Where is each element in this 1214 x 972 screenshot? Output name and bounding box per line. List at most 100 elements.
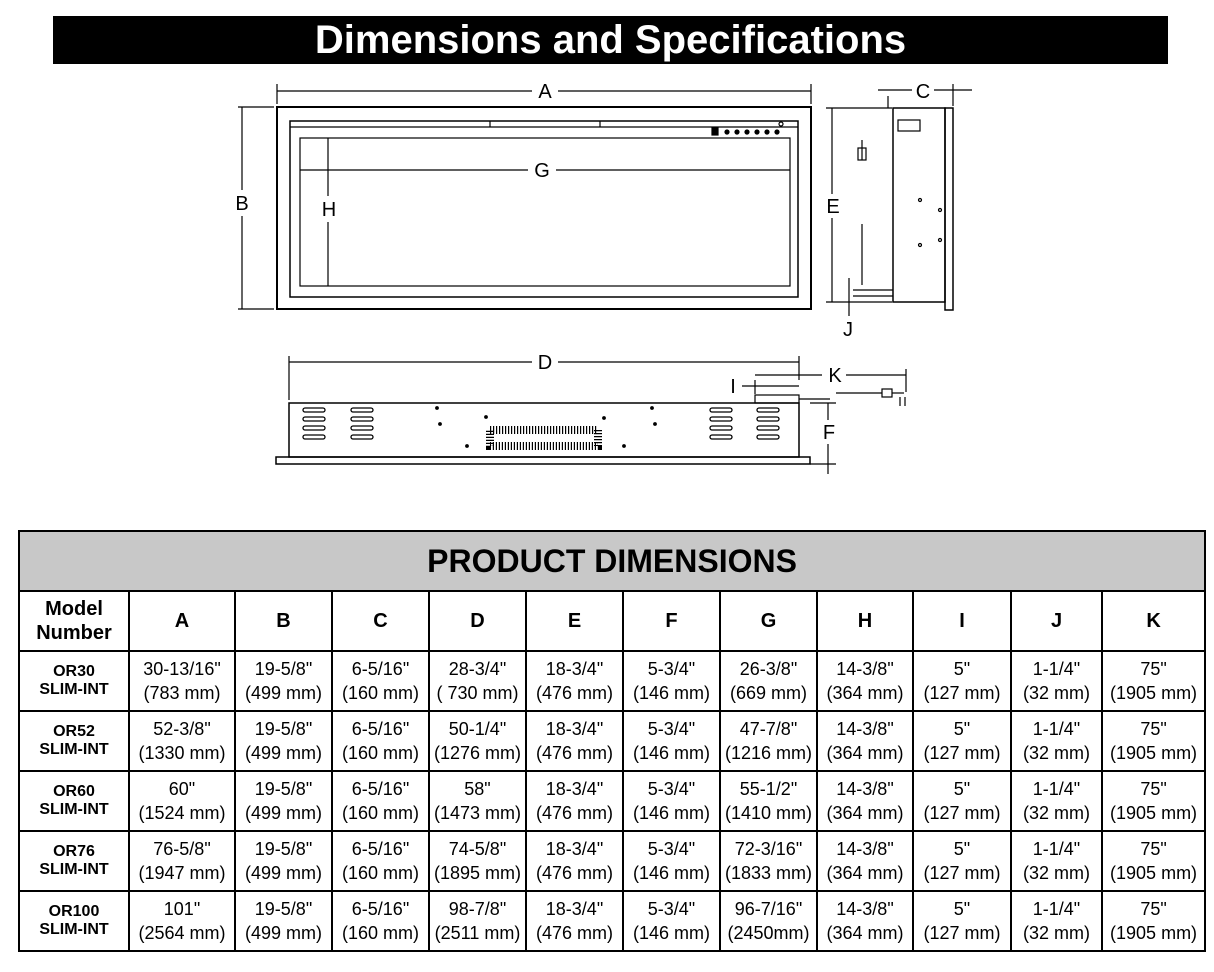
dimension-cell-j: 1-1/4" (32 mm) xyxy=(1010,650,1103,712)
table-heading: PRODUCT DIMENSIONS xyxy=(17,530,1207,592)
imperial-value: 5" xyxy=(953,839,971,859)
imperial-value: 75" xyxy=(1140,719,1167,739)
dimension-cell-j: 1-1/4"(32 mm) xyxy=(1010,770,1103,832)
model-number-line: SLIM-INT xyxy=(39,681,109,698)
dimension-cell-d: 58" (1473 mm) xyxy=(428,770,527,832)
dimension-cell-h: 14-3/8"(364 mm) xyxy=(816,890,914,952)
dimension-label-g: G xyxy=(534,160,550,182)
imperial-value: 5-3/4" xyxy=(647,719,696,739)
metric-value: (32 mm) xyxy=(1023,683,1090,703)
column-header-a: A xyxy=(128,590,236,652)
dimension-cell-g: 26-3/8" (669 mm) xyxy=(719,650,818,712)
metric-value: (499 mm) xyxy=(244,923,322,943)
imperial-value: 14-3/8" xyxy=(836,899,894,919)
imperial-value: 6-5/16" xyxy=(351,659,410,679)
imperial-value: 19-5/8" xyxy=(254,899,313,919)
dimension-label-d: D xyxy=(538,352,552,374)
dimension-cell-c: 6-5/16"(160 mm) xyxy=(331,890,430,952)
metric-value: (1473 mm) xyxy=(433,803,522,823)
dimension-label-b: B xyxy=(235,193,248,215)
imperial-value: 58" xyxy=(464,779,491,799)
dimension-cell-c: 6-5/16" (160 mm) xyxy=(331,650,430,712)
metric-value: (146 mm) xyxy=(632,923,710,943)
imperial-value: 60" xyxy=(168,779,196,799)
metric-value: (364 mm) xyxy=(826,743,904,763)
dimension-label-f: F xyxy=(823,422,835,444)
dimension-cell-a: 52-3/8"(1330 mm) xyxy=(128,710,236,772)
dimension-cell-a: 101"(2564 mm) xyxy=(128,890,236,952)
dimension-cell-g: 96-7/16" (2450mm) xyxy=(719,890,818,952)
dimension-cell-a: 30-13/16" (783 mm) xyxy=(128,650,236,712)
metric-value: (499 mm) xyxy=(244,743,322,763)
imperial-value: 19-5/8" xyxy=(254,779,313,799)
metric-value: (127 mm) xyxy=(923,683,1001,703)
imperial-value: 14-3/8" xyxy=(836,839,894,859)
dimension-cell-c: 6-5/16"(160 mm) xyxy=(331,770,430,832)
metric-value: (783 mm) xyxy=(143,683,221,703)
dimension-cell-a: 76-5/8"(1947 mm) xyxy=(128,830,236,892)
imperial-value: 6-5/16" xyxy=(351,779,410,799)
dimension-label-j: J xyxy=(843,319,853,341)
imperial-value: 14-3/8" xyxy=(836,779,894,799)
metric-value: (476 mm) xyxy=(535,923,613,943)
metric-value: (476 mm) xyxy=(535,743,613,763)
imperial-value: 1-1/4" xyxy=(1032,839,1081,859)
metric-value: (127 mm) xyxy=(923,863,1001,883)
imperial-value: 55-1/2" xyxy=(739,779,798,799)
imperial-value: 5" xyxy=(953,899,971,919)
metric-value: (32 mm) xyxy=(1023,743,1090,763)
dimension-cell-a: 60"(1524 mm) xyxy=(128,770,236,832)
imperial-value: 5-3/4" xyxy=(647,839,696,859)
dimension-label-h: H xyxy=(322,199,336,221)
column-header-g: G xyxy=(719,590,818,652)
imperial-value: 18-3/4" xyxy=(545,659,604,679)
imperial-value: 75" xyxy=(1140,839,1167,859)
imperial-value: 26-3/8" xyxy=(739,659,798,679)
metric-value: (669 mm) xyxy=(729,683,807,703)
column-header-row: Model Number A B C D E F G H I J K xyxy=(18,590,1207,652)
imperial-value: 5" xyxy=(953,779,971,799)
dimension-cell-i: 5"(127 mm) xyxy=(912,710,1012,772)
dimension-cell-f: 5-3/4"(146 mm) xyxy=(622,770,721,832)
dimension-label-e: E xyxy=(826,196,839,218)
metric-value: (160 mm) xyxy=(341,863,419,883)
column-header-d: D xyxy=(428,590,527,652)
model-number-line: SLIM-INT xyxy=(39,861,109,878)
imperial-value: 18-3/4" xyxy=(545,779,604,799)
imperial-value: 1-1/4" xyxy=(1032,659,1081,679)
model-number-line: SLIM-INT xyxy=(39,801,109,818)
imperial-value: 30-13/16" xyxy=(143,659,221,679)
metric-value: (160 mm) xyxy=(341,683,419,703)
dimension-cell-h: 14-3/8"(364 mm) xyxy=(816,770,914,832)
metric-value: (1216 mm) xyxy=(724,743,813,763)
dimension-cell-d: 50-1/4"(1276 mm) xyxy=(428,710,527,772)
metric-value: ( 730 mm) xyxy=(436,683,519,703)
dimension-label-c: C xyxy=(916,81,930,103)
imperial-value: 19-5/8" xyxy=(254,659,313,679)
dimension-cell-i: 5"(127 mm) xyxy=(912,770,1012,832)
imperial-value: 18-3/4" xyxy=(545,899,604,919)
metric-value: (1905 mm) xyxy=(1110,923,1198,943)
imperial-value: 28-3/4" xyxy=(448,659,507,679)
dimension-label-k: K xyxy=(828,365,842,387)
imperial-value: 96-7/16" xyxy=(734,899,803,919)
metric-value: (1905 mm) xyxy=(1110,743,1198,763)
dimension-cell-i: 5"(127 mm) xyxy=(912,890,1012,952)
metric-value: (364 mm) xyxy=(826,863,904,883)
metric-value: (127 mm) xyxy=(923,743,1001,763)
dimension-cell-f: 5-3/4"(146 mm) xyxy=(622,650,721,712)
imperial-value: 5-3/4" xyxy=(647,659,696,679)
column-header-model: Model Number xyxy=(18,590,130,652)
column-header-e: E xyxy=(525,590,624,652)
imperial-value: 5-3/4" xyxy=(647,779,696,799)
metric-value: (2450mm) xyxy=(727,923,810,943)
dimension-label-a: A xyxy=(538,81,552,103)
imperial-value: 14-3/8" xyxy=(836,659,894,679)
metric-value: (160 mm) xyxy=(341,923,419,943)
column-header-c: C xyxy=(331,590,430,652)
metric-value: (1833 mm) xyxy=(724,863,813,883)
